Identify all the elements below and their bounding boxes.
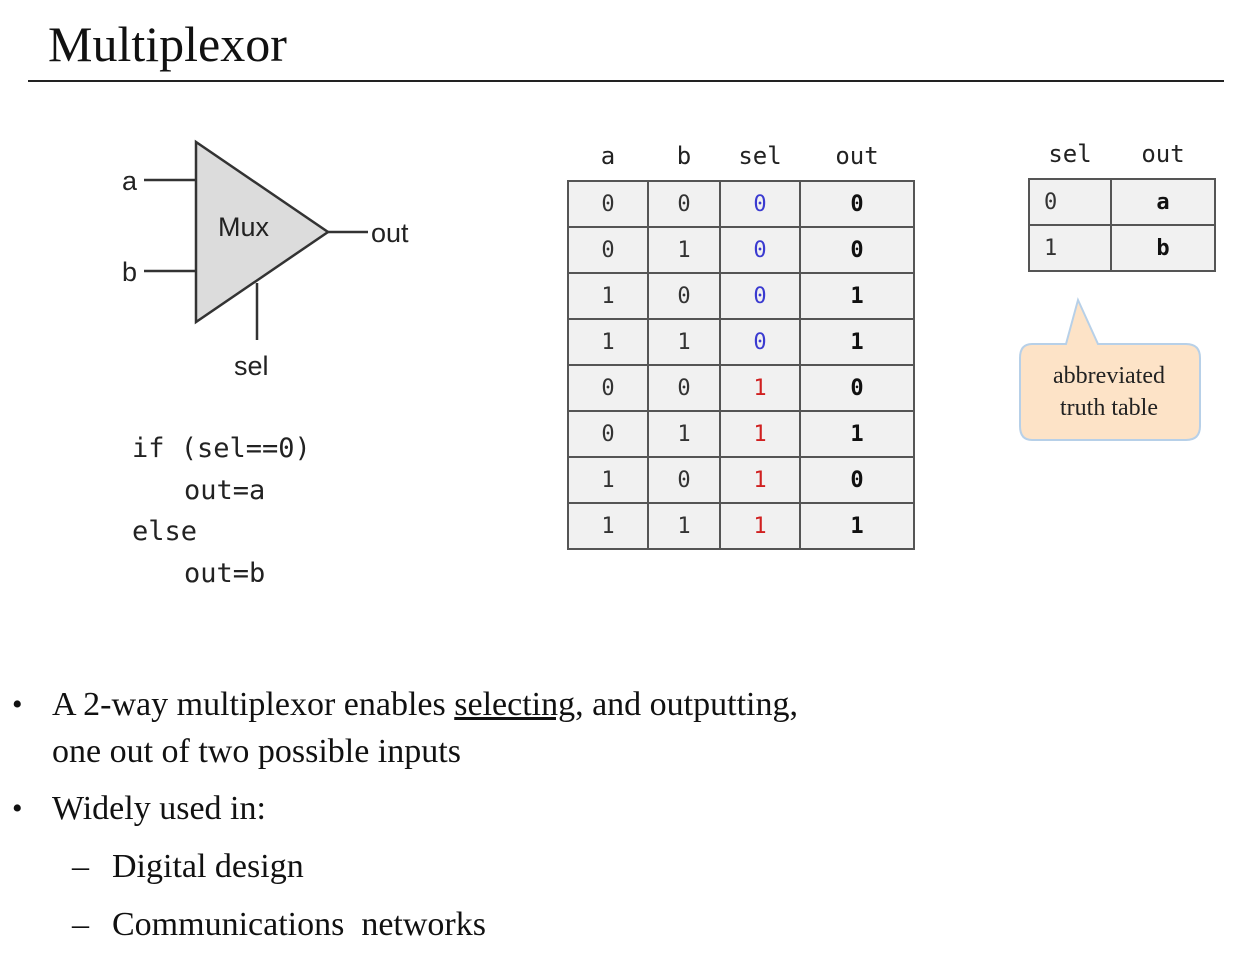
mux-diagram: Mux a b out sel: [122, 139, 409, 381]
cell-b: 0: [647, 180, 721, 228]
header-sel: sel: [738, 142, 782, 170]
cell-b: 0: [647, 364, 721, 412]
cell-a: 0: [567, 180, 649, 228]
pseudocode: if (sel==0) out=a else out=b: [132, 428, 311, 594]
header-out: out: [835, 142, 879, 170]
cell-out: a: [1110, 178, 1216, 226]
input-a-label: a: [122, 166, 138, 196]
slide-title: Multiplexor: [48, 16, 287, 72]
underlined-word: selecting: [454, 686, 576, 723]
cell-sel: 0: [719, 180, 801, 228]
cell-b: 1: [647, 318, 721, 366]
header-sel: sel: [1048, 140, 1092, 168]
table-row: 0 0 1 0: [567, 364, 915, 412]
callout-shape: [1019, 297, 1201, 441]
cell-b: 0: [647, 456, 721, 504]
cell-b: 1: [647, 226, 721, 274]
cell-out: 1: [799, 410, 915, 458]
cell-out: 0: [799, 180, 915, 228]
cell-out: b: [1110, 224, 1216, 272]
bullet-text-post: , and outputting,: [575, 686, 798, 723]
header-out: out: [1141, 140, 1185, 168]
sub-bullet-marker: –: [72, 906, 89, 943]
cell-sel: 1: [719, 410, 801, 458]
cell-out: 0: [799, 456, 915, 504]
cell-b: 1: [647, 410, 721, 458]
cell-out: 1: [799, 502, 915, 550]
table-row: 1 0 1 0: [567, 456, 915, 504]
title-divider: [28, 80, 1224, 82]
cell-sel: 0: [1028, 178, 1112, 226]
abbreviated-table-header: sel out: [1029, 130, 1215, 179]
truth-table: a b sel out 0 0 0 0 0 1 0 0 1 0 0 1 1 1 …: [567, 132, 915, 550]
sub-bullet-text: Digital design: [112, 848, 304, 885]
callout-line: truth table: [1060, 395, 1158, 421]
bullet-continuation: one out of two possible inputs: [52, 733, 461, 770]
header-b: b: [676, 142, 692, 170]
bullet-marker: •: [12, 792, 23, 825]
cell-a: 1: [567, 456, 649, 504]
cell-sel: 1: [719, 502, 801, 550]
cell-sel: 1: [719, 456, 801, 504]
table-row: 0 0 0 0: [567, 180, 915, 228]
cell-sel: 0: [719, 226, 801, 274]
cell-a: 1: [567, 502, 649, 550]
callout-bubble: [1019, 297, 1201, 441]
code-line: out=b: [184, 557, 266, 589]
cell-sel: 0: [719, 272, 801, 320]
cell-a: 1: [567, 272, 649, 320]
table-row: 1 1 1 1: [567, 502, 915, 550]
input-b-label: b: [122, 257, 137, 287]
code-line: if (sel==0): [132, 433, 311, 464]
cell-out: 1: [799, 272, 915, 320]
bullet-text: A 2-way multiplexor enables selecting, a…: [52, 686, 798, 724]
mux-triangle: [194, 139, 331, 325]
table-row: 0 1 0 0: [567, 226, 915, 274]
table-row: 0 1 1 1: [567, 410, 915, 458]
abbreviated-truth-table: sel out 0 a 1 b: [1028, 130, 1216, 272]
cell-a: 0: [567, 364, 649, 412]
cell-a: 0: [567, 226, 649, 274]
cell-sel: 1: [719, 364, 801, 412]
cell-out: 1: [799, 318, 915, 366]
header-a: a: [600, 142, 616, 170]
cell-a: 0: [567, 410, 649, 458]
select-label: sel: [234, 351, 269, 381]
truth-table-header: a b sel out: [568, 132, 914, 181]
table-row: 0 a: [1028, 178, 1216, 226]
table-row: 1 b: [1028, 224, 1216, 272]
cell-b: 1: [647, 502, 721, 550]
code-line: else: [132, 516, 198, 547]
cell-sel: 0: [719, 318, 801, 366]
cell-sel: 1: [1028, 224, 1112, 272]
sub-bullet-text: Communications networks: [112, 906, 486, 943]
cell-out: 0: [799, 226, 915, 274]
cell-b: 0: [647, 272, 721, 320]
table-row: 1 1 0 1: [567, 318, 915, 366]
mux-label: Mux: [218, 212, 270, 242]
bullet-text-pre: A 2-way multiplexor enables: [52, 686, 455, 723]
code-line: out=a: [184, 474, 266, 506]
output-label: out: [371, 218, 409, 248]
sub-bullet-marker: –: [72, 848, 89, 885]
bullet-text: Widely used in:: [52, 790, 266, 827]
table-row: 1 0 0 1: [567, 272, 915, 320]
cell-out: 0: [799, 364, 915, 412]
callout-line: abbreviated: [1053, 363, 1165, 389]
callout-text: abbreviated truth table: [1022, 360, 1196, 424]
bullet-marker: •: [12, 688, 23, 721]
cell-a: 1: [567, 318, 649, 366]
